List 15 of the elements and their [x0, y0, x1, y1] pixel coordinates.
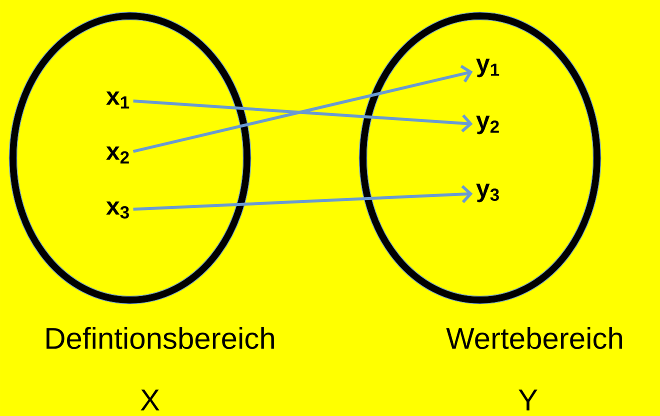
arrow [132, 64, 473, 153]
element-label: y$_{2}$ [476, 116, 499, 134]
set-label: Y [518, 390, 538, 410]
arrow [133, 100, 473, 132]
element-label: x$_{1}$ [106, 92, 130, 108]
set-label: Defintionsbereich [46, 327, 274, 350]
set-label: Wertebereich [446, 327, 622, 350]
set-ellipse [358, 12, 602, 304]
element-label: y$_{1}$ [476, 58, 500, 78]
element-label: x$_{2}$ [106, 146, 129, 164]
arrow [133, 185, 473, 211]
element-label: y$_{3}$ [476, 184, 499, 202]
element-label: x$_{3}$ [106, 201, 129, 219]
set-label: X [140, 390, 160, 410]
set-ellipse [8, 12, 252, 304]
